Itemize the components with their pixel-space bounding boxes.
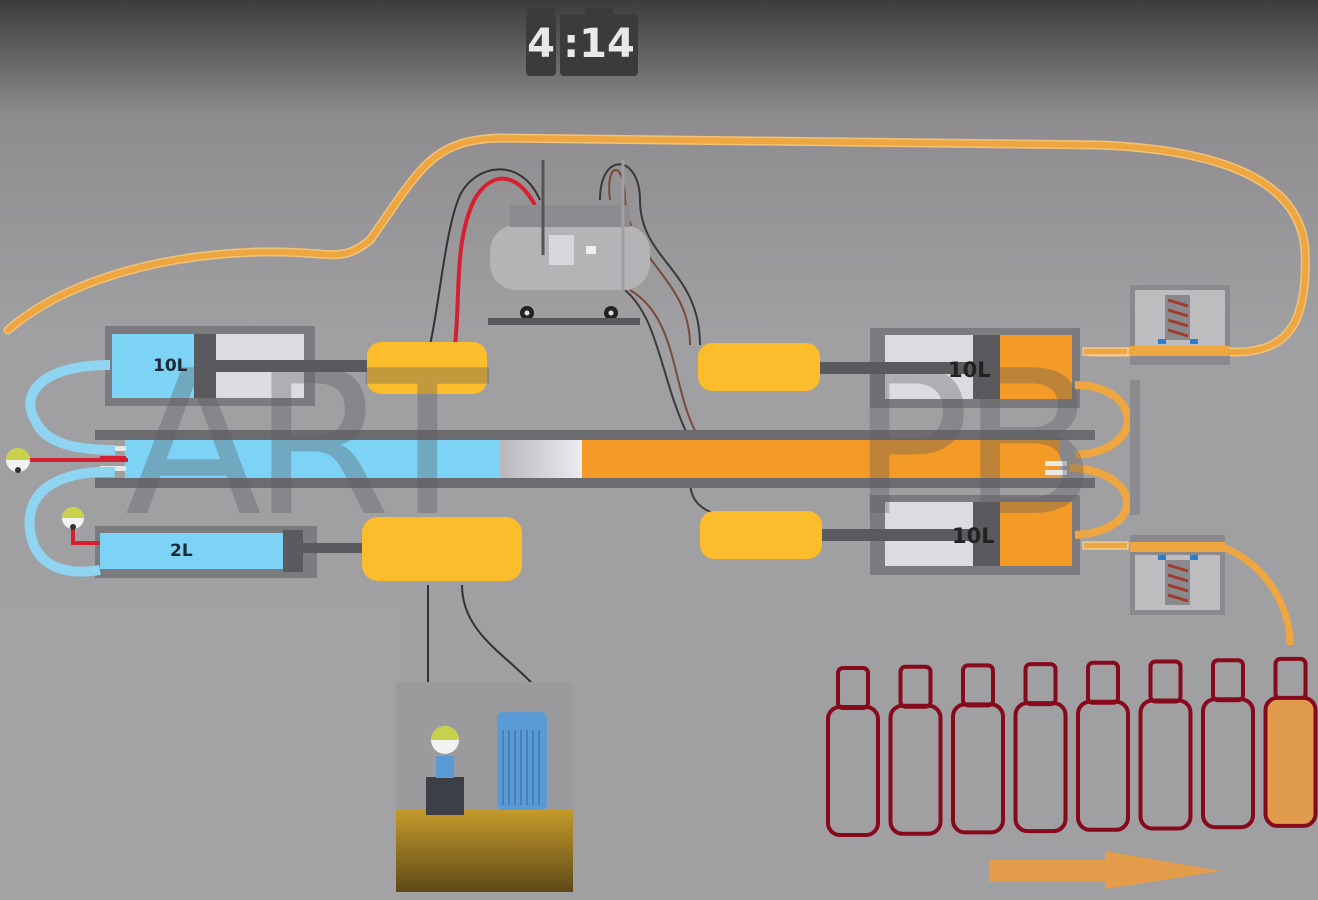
orange-hose-stub-bottom	[1082, 541, 1129, 550]
background-lower-left	[0, 608, 400, 900]
actuator-right-bottom	[700, 511, 822, 559]
orange-hose-right-top	[1074, 381, 1132, 459]
countdown-timer: 4 :14	[526, 8, 638, 76]
pressure-gauge-1	[6, 448, 30, 473]
actuator-left-top	[367, 342, 487, 394]
cylinder-left-2l	[95, 526, 363, 578]
timer-seconds-text: :14	[563, 21, 635, 67]
cylinder-label-left-bottom: 2L	[170, 541, 193, 561]
timer-minutes: 4	[526, 8, 556, 76]
cylinder-label-left-top: 10L	[153, 356, 188, 376]
divider-bar	[1130, 380, 1140, 515]
timer-minutes-text: 4	[527, 21, 555, 67]
orange-hose-stub-top	[1082, 347, 1129, 356]
orange-hose-right-bottom	[1069, 464, 1131, 539]
bottle	[951, 663, 1005, 835]
bottle	[826, 666, 880, 837]
actuator-right-top	[698, 343, 820, 391]
bottle	[1138, 659, 1193, 831]
bottle	[888, 664, 943, 836]
direction-arrow-icon	[989, 851, 1222, 889]
wire-right-top	[599, 163, 701, 346]
valve-top	[1130, 285, 1230, 365]
bottle-body-empty	[826, 705, 880, 837]
pressure-gauge-2	[62, 507, 84, 530]
actuator-left-bottom	[362, 517, 522, 581]
bottle	[1076, 660, 1130, 832]
cylinder-label-right-bottom: 10L	[952, 524, 995, 548]
bottle-body-empty	[888, 703, 943, 836]
hydraulic-pump-unit	[396, 682, 573, 892]
black-wire	[429, 168, 541, 346]
bottle-body-filled	[1263, 695, 1318, 828]
bottle	[1013, 662, 1068, 834]
cylinder-label-right-top: 10L	[948, 358, 991, 382]
blue-hose-bottom	[24, 466, 116, 577]
background-top-gradient	[0, 0, 1318, 330]
bottle-body-empty	[1013, 701, 1068, 834]
wire-to-mixer-b	[629, 289, 701, 441]
cylinder-right-top-10l	[820, 328, 1080, 408]
bottle-row	[826, 656, 1318, 837]
bottle-body-empty	[951, 702, 1005, 835]
wire-to-mixer	[624, 289, 691, 441]
bottle-body-empty	[1138, 698, 1193, 831]
cylinder-right-bottom-10l	[820, 495, 1080, 575]
blue-hose-top	[25, 360, 116, 455]
cylinder-left-10l	[105, 326, 376, 406]
bottle	[1263, 656, 1318, 828]
bottle-body-empty	[1201, 697, 1255, 830]
red-wire	[453, 176, 537, 346]
air-compressor	[488, 160, 650, 325]
bottle-body-empty	[1076, 699, 1130, 832]
valve-bottom	[1130, 535, 1225, 615]
bottle	[1201, 658, 1255, 830]
timer-seconds: :14	[560, 8, 638, 76]
mixing-tube	[95, 430, 1095, 488]
